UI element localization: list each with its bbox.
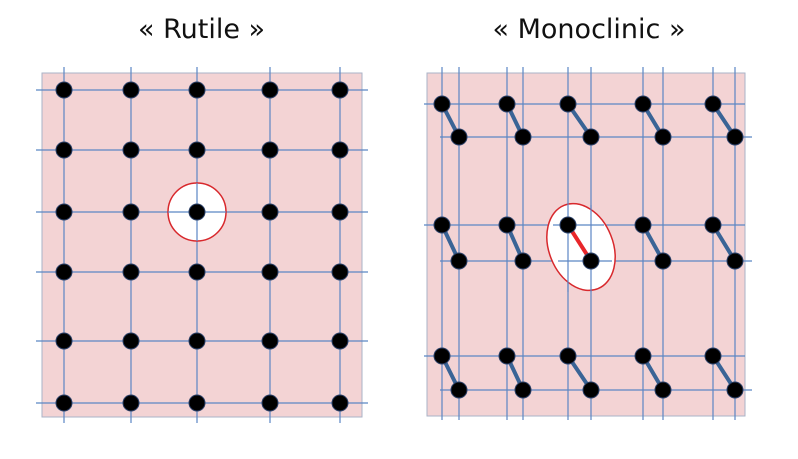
atom: [726, 381, 744, 399]
atom: [433, 95, 451, 113]
atom: [654, 381, 672, 399]
atom: [654, 252, 672, 270]
atom: [261, 394, 279, 412]
atom: [704, 95, 722, 113]
atom: [634, 95, 652, 113]
atom: [498, 95, 516, 113]
atom: [634, 216, 652, 234]
atom: [514, 252, 532, 270]
atom: [122, 263, 140, 281]
atom: [498, 347, 516, 365]
rutile-lattice-panel: [36, 67, 368, 423]
rutile-background: [41, 72, 363, 418]
atom: [559, 347, 577, 365]
atom: [582, 381, 600, 399]
atom: [188, 263, 206, 281]
rutile-title: « Rutile »: [138, 14, 266, 45]
atom: [559, 95, 577, 113]
atom: [450, 381, 468, 399]
atom: [704, 347, 722, 365]
atom: [704, 216, 722, 234]
atom: [582, 128, 600, 146]
atom: [188, 332, 206, 350]
atom: [55, 141, 73, 159]
atom: [122, 81, 140, 99]
atom: [331, 81, 349, 99]
atom: [514, 381, 532, 399]
atom: [261, 263, 279, 281]
atom: [188, 203, 206, 221]
atom: [559, 216, 577, 234]
atom: [582, 252, 600, 270]
atom: [331, 203, 349, 221]
atom: [634, 347, 652, 365]
monoclinic-title: « Monoclinic »: [492, 14, 686, 45]
atom: [654, 128, 672, 146]
atom: [726, 252, 744, 270]
monoclinic-lattice-panel: [424, 67, 752, 420]
atom: [498, 216, 516, 234]
atom: [331, 263, 349, 281]
atom: [122, 141, 140, 159]
atom: [55, 81, 73, 99]
atom: [331, 394, 349, 412]
atom: [726, 128, 744, 146]
atom: [261, 141, 279, 159]
atom: [122, 332, 140, 350]
atom: [261, 203, 279, 221]
atom: [514, 128, 532, 146]
atom: [188, 141, 206, 159]
atom: [450, 252, 468, 270]
atom: [188, 394, 206, 412]
atom: [55, 332, 73, 350]
atom: [261, 81, 279, 99]
atom: [450, 128, 468, 146]
atom: [261, 332, 279, 350]
atom: [55, 263, 73, 281]
atom: [331, 332, 349, 350]
atom: [122, 394, 140, 412]
atom: [433, 347, 451, 365]
atom: [433, 216, 451, 234]
atom: [55, 394, 73, 412]
atom: [55, 203, 73, 221]
atom: [122, 203, 140, 221]
atom: [188, 81, 206, 99]
atom: [331, 141, 349, 159]
